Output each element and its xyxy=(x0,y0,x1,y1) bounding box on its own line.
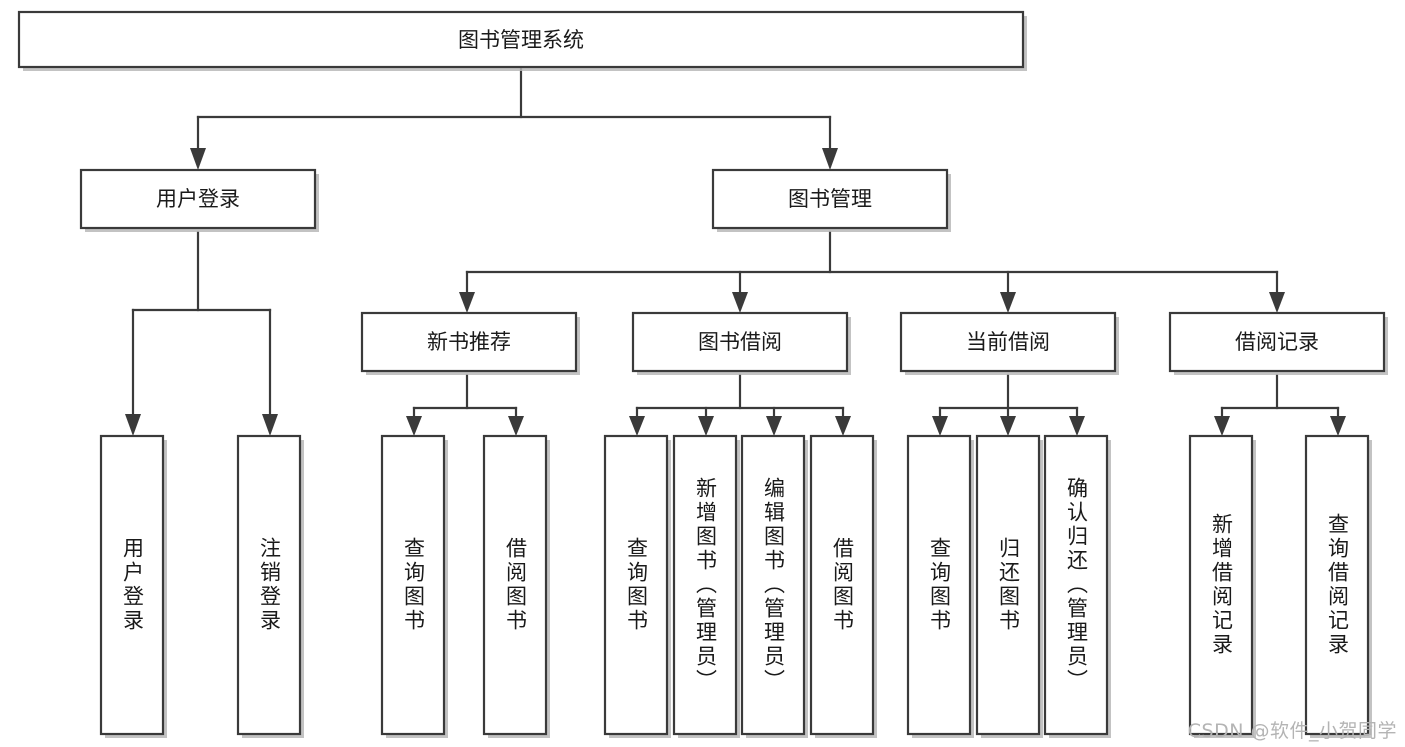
node-login-rect[interactable] xyxy=(79,168,317,230)
node-current-label: 当前借阅 xyxy=(966,330,1050,354)
node-borrow[interactable]: 图书借阅 xyxy=(631,311,851,375)
edges-borrow-to-leaves xyxy=(629,373,851,436)
edges-bookmgmt-to-level3 xyxy=(459,230,1285,313)
leaf-11-rect[interactable] xyxy=(1043,434,1109,736)
leaf-12-rect[interactable] xyxy=(1188,434,1254,736)
arrow-bookmgmt-current xyxy=(1000,292,1016,313)
arrow-current-leaf-2 xyxy=(1000,416,1016,436)
node-borrow-label: 图书借阅 xyxy=(698,330,782,354)
leaf-7-rect[interactable] xyxy=(740,434,806,736)
arrow-root-to-login xyxy=(190,148,206,170)
arrow-newbook-leaf-2 xyxy=(508,416,524,436)
node-bookmgmt-rect[interactable] xyxy=(711,168,949,230)
arrow-bookmgmt-newbook xyxy=(459,292,475,313)
node-root[interactable]: 图书管理系统 xyxy=(17,10,1027,71)
leaf-boxes xyxy=(99,434,1372,738)
arrow-borrow-leaf-4 xyxy=(835,416,851,436)
node-newbook[interactable]: 新书推荐 xyxy=(360,311,580,375)
arrow-record-leaf-1 xyxy=(1214,416,1230,436)
node-newbook-label: 新书推荐 xyxy=(427,330,511,354)
node-record-rect[interactable] xyxy=(1168,311,1386,373)
node-login-label: 用户登录 xyxy=(156,187,240,211)
edges-newbook-to-leaves xyxy=(406,373,524,436)
node-borrow-rect[interactable] xyxy=(631,311,849,373)
leaf-1-rect[interactable] xyxy=(99,434,165,736)
node-newbook-rect[interactable] xyxy=(360,311,578,373)
node-record-label: 借阅记录 xyxy=(1235,330,1319,354)
arrow-bookmgmt-record xyxy=(1269,292,1285,313)
edges-record-to-leaves xyxy=(1214,373,1346,436)
leaf-4-rect[interactable] xyxy=(482,434,548,736)
node-bookmgmt[interactable]: 图书管理 xyxy=(711,168,951,232)
arrow-borrow-leaf-2 xyxy=(698,416,714,436)
arrow-newbook-leaf-1 xyxy=(406,416,422,436)
edges-root-to-level2 xyxy=(190,65,838,170)
edges-login-to-leaves xyxy=(125,230,278,436)
node-bookmgmt-label: 图书管理 xyxy=(788,187,872,211)
arrow-record-leaf-2 xyxy=(1330,416,1346,436)
leaf-13-rect[interactable] xyxy=(1304,434,1370,736)
leaf-3-rect[interactable] xyxy=(380,434,446,736)
arrow-root-to-bookmgmt xyxy=(822,148,838,170)
arrow-login-leaf-1 xyxy=(125,414,141,436)
node-current-rect[interactable] xyxy=(899,311,1117,373)
arrow-borrow-leaf-3 xyxy=(766,416,782,436)
arrow-current-leaf-3 xyxy=(1069,416,1085,436)
node-record[interactable]: 借阅记录 xyxy=(1168,311,1388,375)
csdn-watermark: CSDN @软件_小贺同学 xyxy=(1187,720,1397,742)
arrow-borrow-leaf-1 xyxy=(629,416,645,436)
node-root-rect[interactable] xyxy=(17,10,1025,69)
leaf-2-rect[interactable] xyxy=(236,434,302,736)
node-root-label: 图书管理系统 xyxy=(458,28,584,52)
node-login[interactable]: 用户登录 xyxy=(79,168,319,232)
arrow-current-leaf-1 xyxy=(932,416,948,436)
leaf-5-rect[interactable] xyxy=(603,434,669,736)
leaf-6-rect[interactable] xyxy=(672,434,738,736)
leaf-9-rect[interactable] xyxy=(906,434,972,736)
arrow-bookmgmt-borrow xyxy=(732,292,748,313)
leaf-8-rect[interactable] xyxy=(809,434,875,736)
edges-current-to-leaves xyxy=(932,373,1085,436)
leaf-10-rect[interactable] xyxy=(975,434,1041,736)
node-current[interactable]: 当前借阅 xyxy=(899,311,1119,375)
arrow-login-leaf-2 xyxy=(262,414,278,436)
